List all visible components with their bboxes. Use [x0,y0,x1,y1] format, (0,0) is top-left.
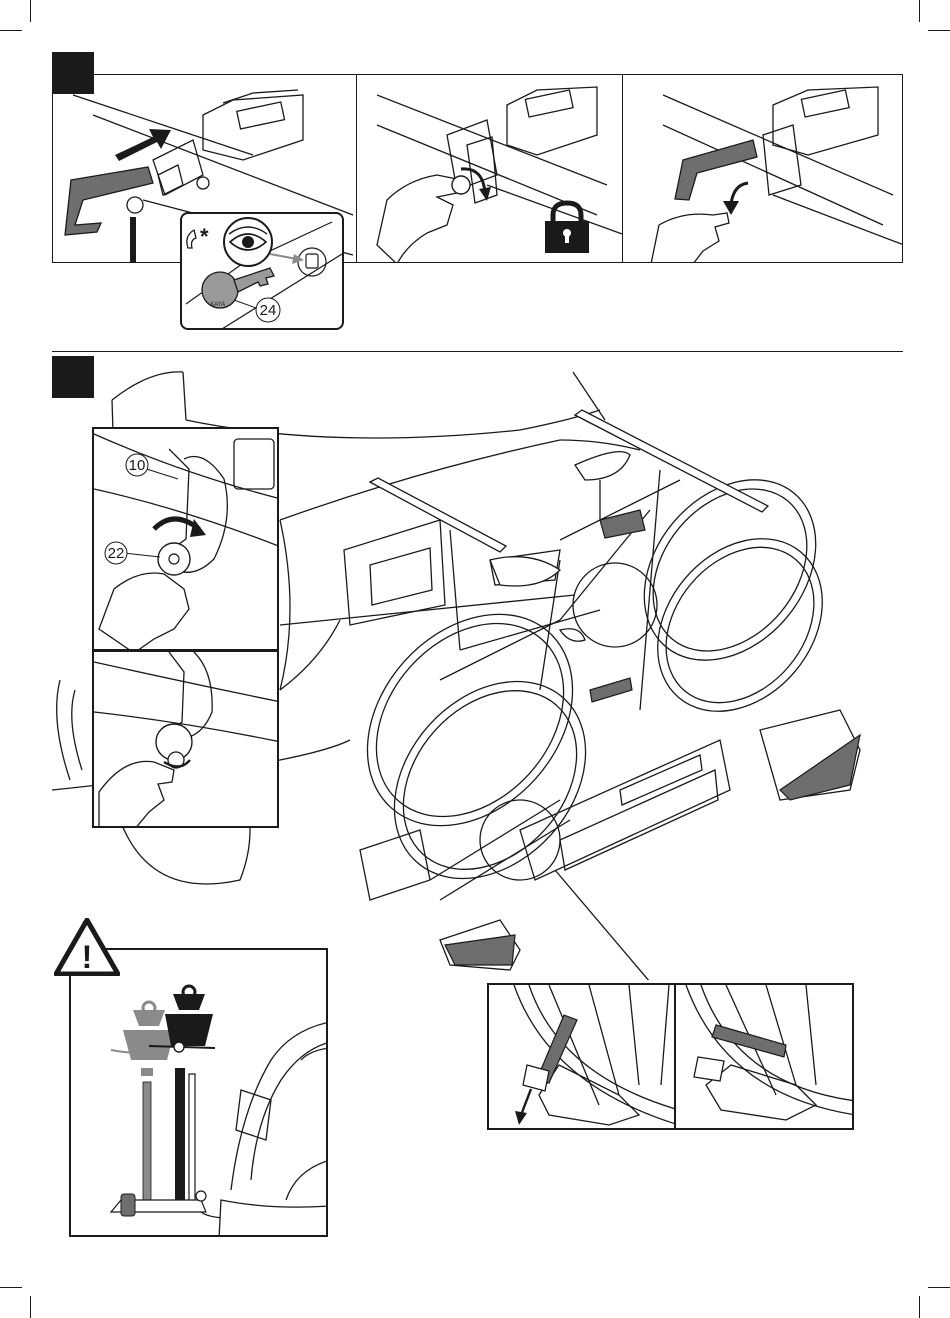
hand-turning-knob [99,573,189,651]
crop-mark [0,1287,22,1288]
rotate-hand-icon [187,230,196,248]
padlock-icon [545,203,589,253]
hand-turning-key [99,761,174,828]
callout-10: 10 [129,457,146,474]
inset-asterisk: * [200,224,209,249]
step1-section: 24 XAYA * [0,0,950,340]
callout-24: 24 [260,302,277,319]
key-inset-panel: 24 XAYA * [180,212,344,330]
eye-icon [224,218,272,266]
key-lettering: XAYA [210,302,225,308]
strap-fastened-panel [674,983,854,1130]
elbow-arrow-icon [133,217,181,263]
knob-lock-inset [92,650,279,828]
section-divider [52,351,903,352]
warning-triangle-icon: ! [54,918,120,976]
step1-panel-lock [356,74,624,263]
step1-badge [52,52,94,94]
crop-mark [919,1296,920,1318]
step1-panel-remove-key [622,74,903,263]
crop-mark [30,1296,31,1318]
heavy-weight-icon [165,986,213,1046]
warning-symbol: ! [82,939,93,975]
strap-pull-arrow-icon [521,1089,531,1115]
callout-22: 22 [108,545,125,562]
strap-release-panel [487,983,677,1130]
hand-holding-key [651,213,729,263]
light-weight-icon [123,1002,175,1060]
clamp-tighten-inset: 10 22 [92,427,279,651]
hand-turning-key [377,175,462,263]
load-warning-panel [69,948,328,1237]
crop-mark [928,1287,950,1288]
